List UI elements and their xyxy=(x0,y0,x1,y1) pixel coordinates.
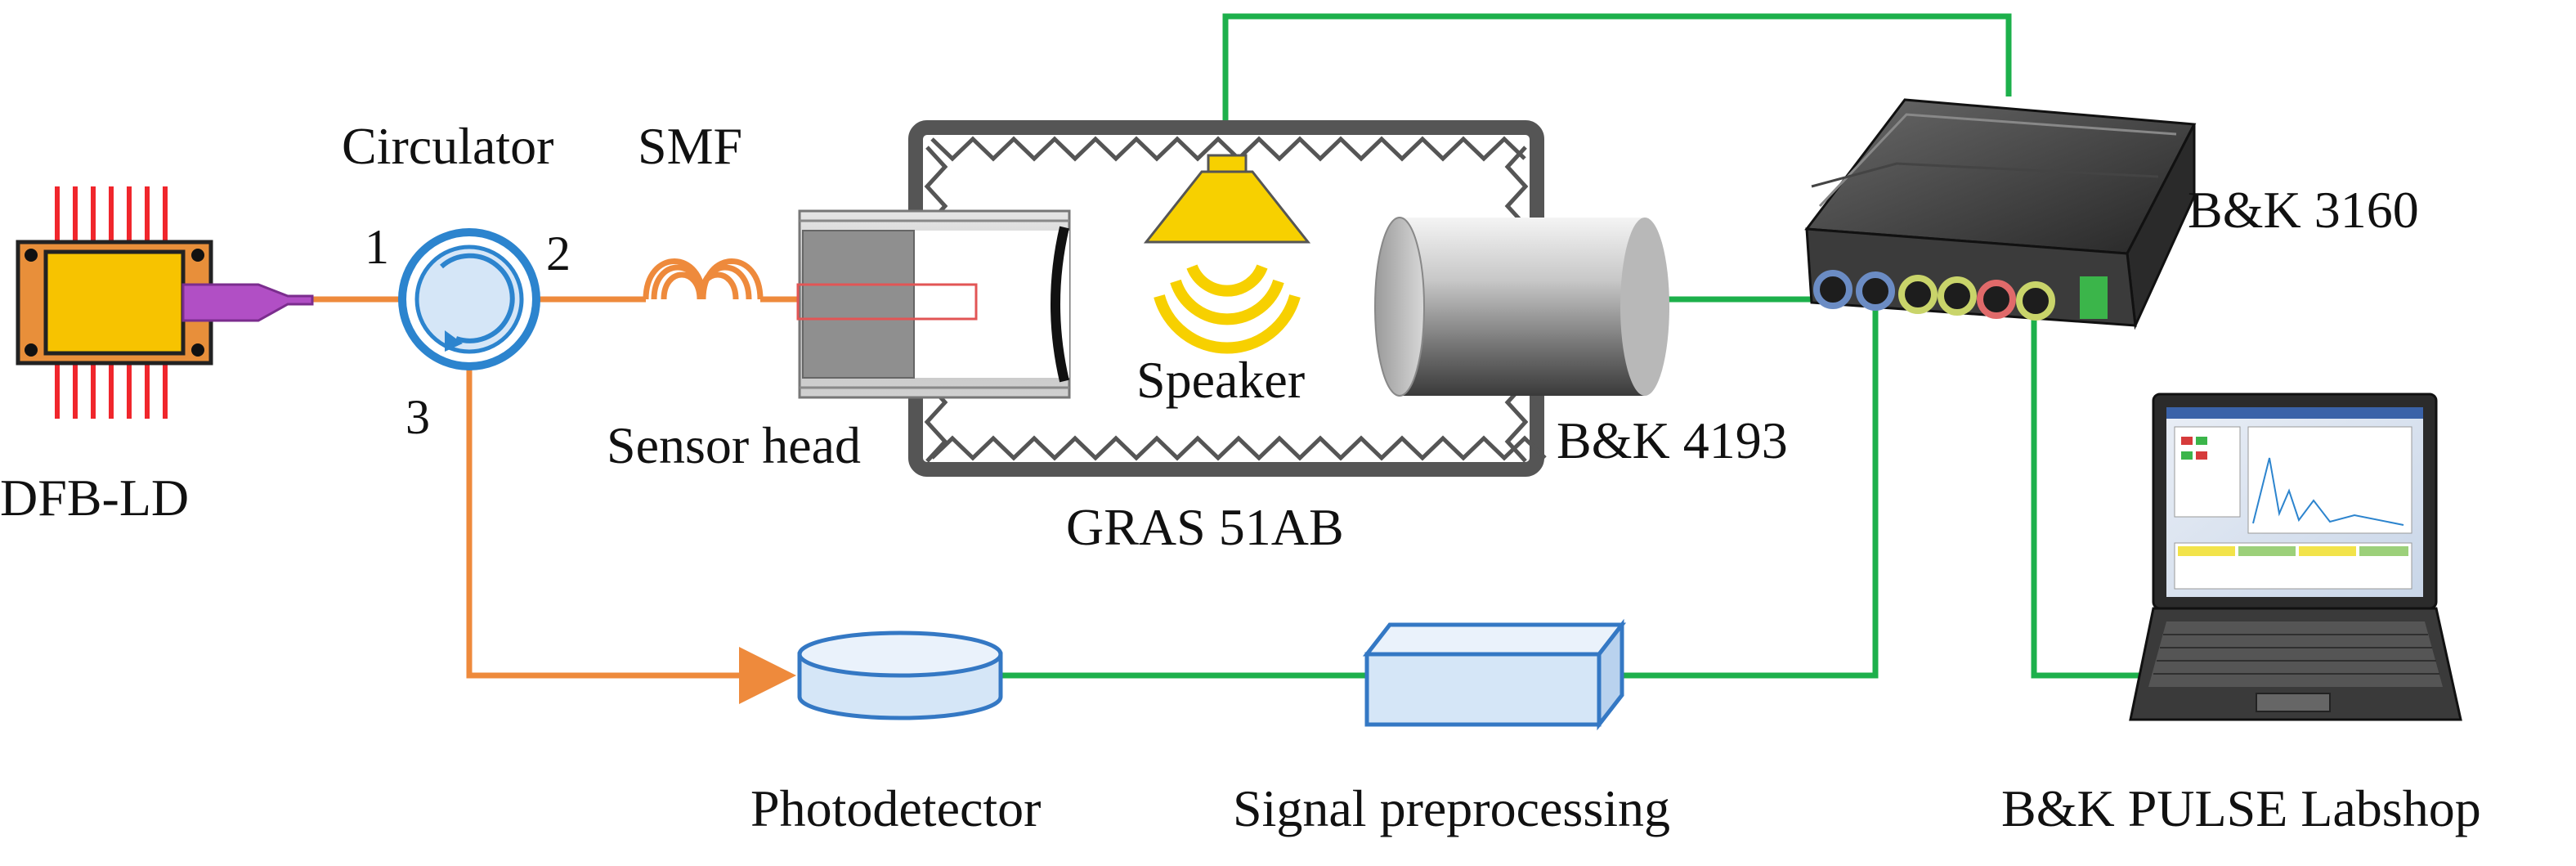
daq-input-connectors xyxy=(1813,270,2108,321)
label-dfb-ld: DFB-LD xyxy=(0,469,189,527)
label-port-2: 2 xyxy=(546,227,571,280)
daq-bk3160 xyxy=(1804,98,2197,330)
text-labels: DFB-LD Circulator 1 2 3 SMF Sensor head … xyxy=(0,117,2481,837)
label-bk3160: B&K 3160 xyxy=(2188,181,2419,239)
label-pulse-labshop: B&K PULSE Labshop xyxy=(2001,779,2481,837)
signal-preprocessing-box xyxy=(1362,618,1627,731)
sensor-head xyxy=(796,209,1071,399)
chamber-absorber-bottom xyxy=(930,435,1547,461)
laser-pigtail xyxy=(181,283,314,322)
label-signal-preprocessing: Signal preprocessing xyxy=(1233,779,1670,837)
electrical-cable-paths xyxy=(1001,13,2158,679)
label-speaker: Speaker xyxy=(1136,351,1305,409)
label-sensor-head: Sensor head xyxy=(607,416,861,474)
photodetector xyxy=(797,630,1003,720)
sensor-diaphragm xyxy=(1051,226,1069,383)
speaker xyxy=(1143,154,1311,354)
label-bk4193: B&K 4193 xyxy=(1557,411,1788,469)
circulator xyxy=(398,228,540,370)
label-gras-51ab: GRAS 51AB xyxy=(1066,498,1344,556)
cable-preprocessing-to-3160 xyxy=(1602,309,1879,679)
microphone-bk4193 xyxy=(1374,217,1669,397)
fiber-smf-coil xyxy=(643,258,764,300)
laptop-pulse-labshop xyxy=(2129,393,2462,721)
sensor-fiber-ferrule xyxy=(796,283,978,321)
label-smf: SMF xyxy=(638,117,742,175)
cable-3160-to-laptop xyxy=(2031,309,2158,679)
fiber-circulator-to-photodetector xyxy=(466,366,796,704)
label-photodetector: Photodetector xyxy=(750,779,1041,837)
dfb-laser-diode xyxy=(16,186,314,419)
circulator-rotation-arrow xyxy=(440,253,515,343)
label-port-1: 1 xyxy=(365,220,389,274)
chamber-absorber-top xyxy=(930,136,1526,162)
laser-body xyxy=(43,249,186,356)
cable-3160-to-speaker xyxy=(1222,13,2012,155)
label-circulator: Circulator xyxy=(342,117,553,175)
label-port-3: 3 xyxy=(405,390,430,444)
